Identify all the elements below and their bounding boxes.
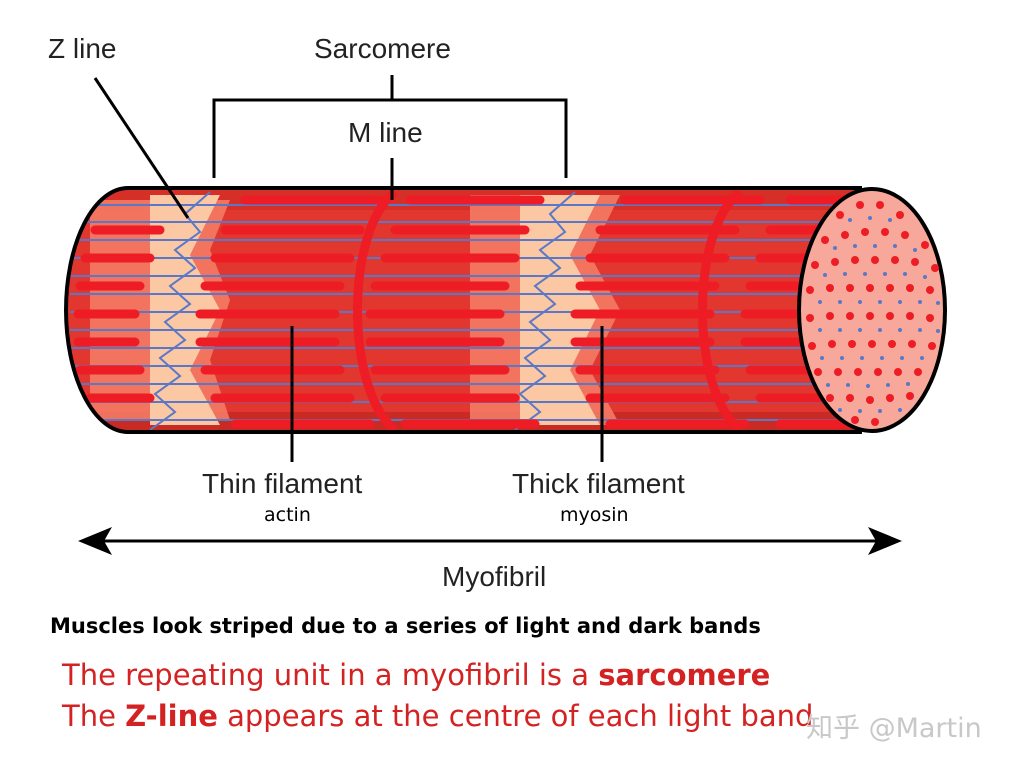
myofibril-cylinder <box>66 188 862 432</box>
statement-keyword: Z-line <box>125 699 218 733</box>
sarcomere-label: Sarcomere <box>314 33 451 64</box>
caption-striped: Muscles look striped due to a series of … <box>50 614 761 638</box>
myosin-label: myosin <box>560 504 629 526</box>
thin-filament-label: Thin filament <box>202 468 363 499</box>
statement-text: The repeating unit in a myofibril is a <box>62 658 599 692</box>
cross-section <box>797 187 947 433</box>
cylinder-outline <box>64 186 862 434</box>
myofibril-label: Myofibril <box>442 561 546 592</box>
myofibril-diagram: Z line Sarcomere M line Thin filament ac… <box>48 33 947 592</box>
statement-z-line: The Z-line appears at the centre of each… <box>62 699 813 733</box>
watermark: 知乎 @Martin <box>806 713 982 744</box>
label-pointers <box>93 77 604 462</box>
statement-text: appears at the centre of each light band <box>217 699 814 733</box>
z-line-label: Z line <box>48 33 116 64</box>
statement-keyword: sarcomere <box>598 658 771 692</box>
z-line-pointer <box>93 77 190 219</box>
actin-label: actin <box>264 504 311 526</box>
thick-filament-label: Thick filament <box>512 468 685 499</box>
statement-sarcomere: The repeating unit in a myofibril is a s… <box>62 658 770 692</box>
myofibril-arrow <box>78 527 902 555</box>
m-line <box>353 188 744 432</box>
statement-text: The <box>62 699 126 733</box>
sarcomere-bracket <box>212 75 568 178</box>
m-line-label: M line <box>348 117 423 148</box>
